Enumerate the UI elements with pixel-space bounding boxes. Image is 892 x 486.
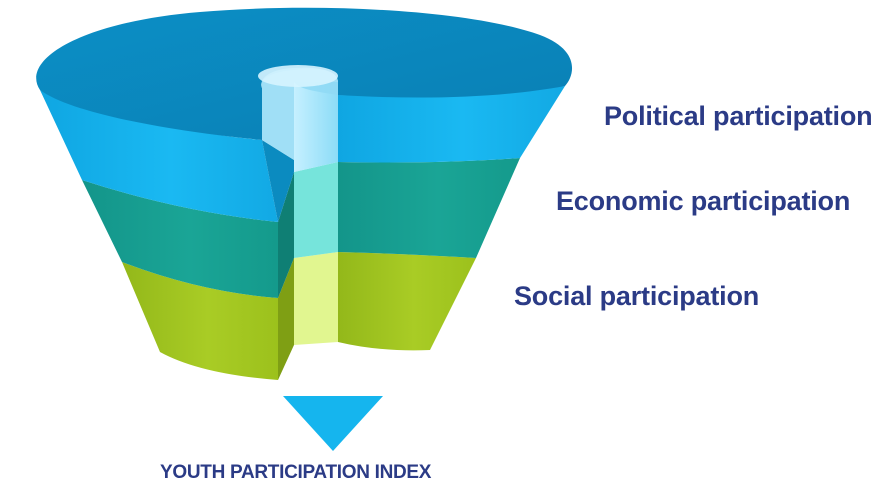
layer-social [122,252,476,380]
layer-political-left-band [40,90,278,222]
label-social-participation: Social participation [514,281,760,311]
layer-political [40,82,565,222]
layer-social-cut-face [278,258,294,380]
funnel-top-face [36,7,573,141]
label-economic-participation: Economic participation [556,186,851,216]
funnel-top-notch [261,67,338,160]
layer-economic-cut-face [278,172,294,298]
youth-participation-index-label: YOUTH PARTICIPATION INDEX [160,462,432,483]
output-arrow [283,396,383,451]
layer-economic-core [294,162,338,258]
layer-economic [82,158,520,298]
layer-political-cut-face [262,140,294,222]
label-political-participation: Political participation [604,101,873,131]
layer-political-right-band [338,86,565,163]
layer-social-right-band [338,252,476,351]
layer-social-core [294,252,338,345]
funnel-top [36,7,573,160]
layer-political-core [294,82,338,172]
layer-economic-left-band [82,180,278,298]
layer-social-left-band [122,262,278,380]
layer-economic-right-band [338,158,520,258]
funnel-core-opening [258,65,338,87]
